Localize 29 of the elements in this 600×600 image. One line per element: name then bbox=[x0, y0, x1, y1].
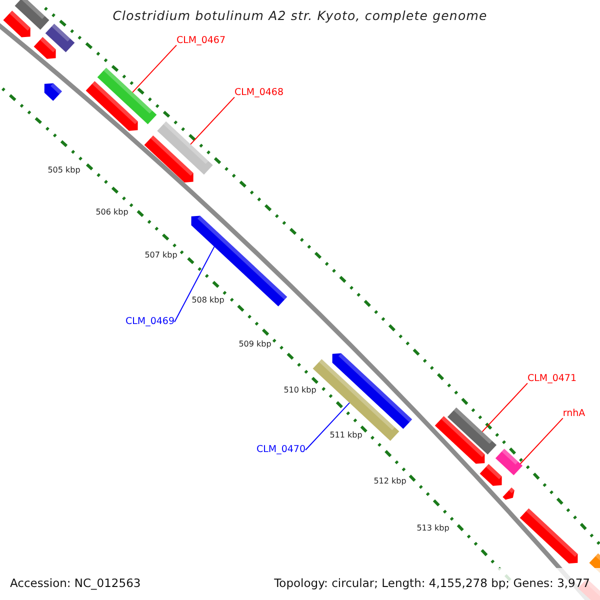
genome-stats-text: Topology: circular; Length: 4,155,278 bp; Genes: 3,977 bbox=[274, 576, 590, 590]
gene-label: rnhA bbox=[562, 408, 586, 420]
scale-label: 506 kbp bbox=[96, 208, 128, 218]
leader-line bbox=[520, 418, 564, 464]
leader-line bbox=[305, 402, 350, 450]
scale-label: 508 kbp bbox=[192, 296, 224, 306]
gene-label: CLM_0469 bbox=[125, 316, 175, 328]
scale-label: 511 kbp bbox=[330, 432, 362, 440]
gene-label: CLM_0467 bbox=[176, 36, 226, 46]
gene-feature bbox=[447, 408, 497, 454]
scale-label: 507 kbp bbox=[144, 252, 178, 260]
title: Clostridium botulinum A2 str. Kyoto, complete genome bbox=[112, 8, 488, 23]
scale-label: 513 kbp bbox=[416, 524, 450, 534]
gene-feature bbox=[157, 121, 213, 175]
gene-feature bbox=[495, 448, 523, 476]
gene-feature bbox=[191, 216, 288, 306]
leader-line bbox=[132, 44, 177, 93]
accession-text: Accession: NC_012563 bbox=[10, 576, 141, 590]
scale-label: 510 kbp bbox=[284, 386, 316, 396]
scale-label: 505 kbp bbox=[48, 166, 80, 176]
gene-label: CLM_0471 bbox=[527, 374, 577, 384]
leader-line bbox=[482, 382, 528, 432]
gene-label: CLM_0470 bbox=[256, 444, 306, 456]
leader-line bbox=[190, 96, 235, 145]
leader-line bbox=[174, 246, 215, 322]
scale-label: 512 kbp bbox=[374, 478, 406, 486]
gene-feature bbox=[97, 68, 157, 124]
scale-label: 509 kbp bbox=[238, 340, 272, 350]
gene-label: CLM_0468 bbox=[234, 88, 284, 98]
